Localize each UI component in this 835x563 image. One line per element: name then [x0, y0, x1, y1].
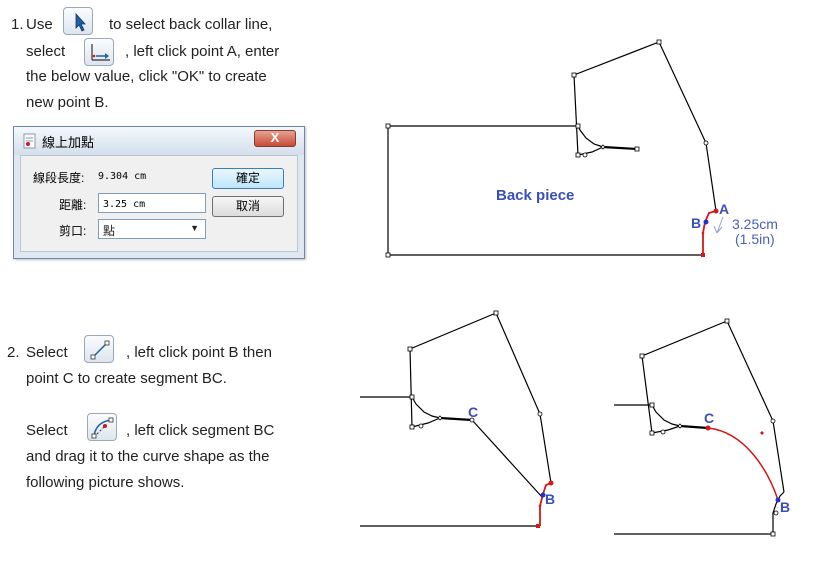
step2-select-text: Select	[26, 344, 68, 361]
measure-cm-label: 3.25cm	[732, 216, 778, 232]
d2-point-b-label: B	[545, 491, 556, 507]
notch-selected-value: 點	[103, 224, 116, 238]
chevron-down-icon: ▼	[190, 223, 199, 233]
d3-point-c-label: C	[704, 410, 715, 426]
step1-line3: the below value, click "OK" to create	[26, 68, 267, 85]
add-point-on-line-icon	[91, 44, 110, 61]
add-point-dialog: 線上加點 X 線段長度: 9.304 cm 距離: 剪口: 點 ▼ 確定 取消	[13, 126, 305, 259]
step1-line2: , left click point A, enter	[125, 43, 280, 60]
d2-point-c-label: C	[468, 404, 479, 420]
step1-number: 1.	[11, 16, 24, 33]
dialog-app-icon	[23, 133, 36, 149]
step2-line1: , left click point B then	[126, 344, 272, 361]
curve-adjust-icon	[91, 417, 114, 439]
point-b-label: B	[691, 215, 702, 231]
step2-line2: point C to create segment BC.	[26, 370, 227, 387]
step2-number: 2.	[7, 344, 20, 361]
curve-tool-button[interactable]	[87, 413, 117, 441]
measure-in-label: (1.5in)	[735, 231, 775, 247]
step2-line3: , left click segment BC	[126, 422, 275, 439]
step2-line5: following picture shows.	[26, 474, 185, 491]
step1-use-text: Use	[26, 16, 53, 33]
dialog-title: 線上加點	[42, 135, 95, 150]
segment-length-value: 9.304 cm	[98, 171, 147, 182]
ok-button[interactable]: 確定	[212, 168, 284, 189]
step1-line1: to select back collar line,	[109, 16, 273, 33]
step1-line4: new point B.	[26, 94, 109, 111]
pointer-tool-icon	[75, 12, 86, 32]
dialog-titlebar[interactable]: 線上加點 X	[14, 127, 304, 155]
close-icon: X	[270, 130, 280, 145]
d3-point-b-label: B	[780, 499, 791, 515]
distance-input[interactable]	[99, 195, 205, 214]
dialog-close-button[interactable]: X	[254, 130, 296, 147]
step2-select2-text: Select	[26, 422, 68, 439]
segment-length-label: 線段長度:	[33, 171, 85, 185]
pointer-tool-button[interactable]	[63, 7, 93, 35]
line-tool-button[interactable]	[84, 335, 114, 363]
distance-field[interactable]	[98, 193, 206, 214]
notch-select[interactable]: 點 ▼	[98, 219, 206, 239]
point-a-label: A	[719, 201, 730, 217]
line-tool-icon	[90, 340, 110, 360]
step1-select-text: select	[26, 43, 66, 60]
dialog-body: 線段長度: 9.304 cm 距離: 剪口: 點 ▼ 確定 取消	[20, 155, 298, 252]
step2-line4: and drag it to the curve shape as the	[26, 448, 270, 465]
notch-label: 剪口:	[59, 224, 87, 238]
add-point-tool-button[interactable]	[84, 38, 114, 66]
back-piece-label: Back piece	[496, 187, 575, 204]
cancel-button[interactable]: 取消	[212, 196, 284, 217]
distance-label: 距離:	[59, 198, 87, 212]
